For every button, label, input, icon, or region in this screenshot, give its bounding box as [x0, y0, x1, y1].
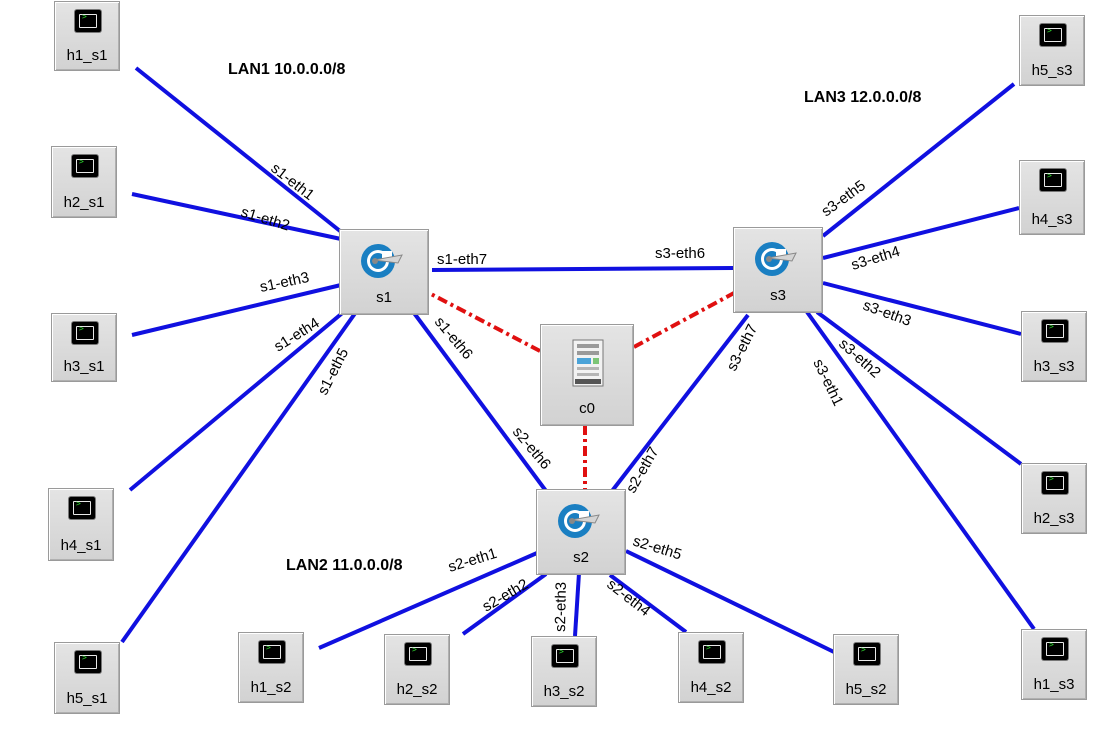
- port-label-s1-eth5: s1-eth5: [314, 346, 352, 398]
- terminal-icon: [552, 645, 578, 667]
- switch-s2[interactable]: s2: [536, 489, 626, 575]
- terminal-icon: [72, 322, 98, 344]
- port-label-s1-eth2: s1-eth2: [239, 204, 292, 235]
- switch-label: s3: [770, 287, 786, 304]
- data-link-h5_s3-s3[interactable]: [821, 82, 1016, 238]
- port-label-s2-eth4: s2-eth4: [604, 576, 654, 620]
- port-label-s3-eth6: s3-eth6: [655, 245, 705, 262]
- controller-c0[interactable]: c0: [540, 324, 634, 426]
- port-label-s1-eth1: s1-eth1: [268, 160, 318, 204]
- data-link-h2_s3-s3[interactable]: [815, 310, 1023, 466]
- host-label: h3_s1: [63, 358, 105, 375]
- host-h4_s3[interactable]: h4_s3: [1019, 160, 1085, 235]
- host-label: h2_s3: [1033, 510, 1075, 527]
- terminal-icon: [699, 641, 725, 663]
- host-label: h5_s3: [1031, 62, 1073, 79]
- terminal-icon: [1040, 169, 1066, 191]
- host-label: h3_s3: [1033, 358, 1075, 375]
- switch-label: s2: [573, 549, 589, 566]
- port-label-s3-eth1: s3-eth1: [809, 356, 846, 408]
- host-h2_s1[interactable]: h2_s1: [51, 146, 117, 218]
- terminal-icon: [405, 643, 431, 665]
- port-label-s2-eth3: s2-eth3: [552, 582, 570, 632]
- port-label-s1-eth7: s1-eth7: [437, 251, 487, 268]
- host-label: h5_s2: [845, 681, 887, 698]
- host-h4_s2[interactable]: h4_s2: [678, 632, 744, 703]
- host-h5_s2[interactable]: h5_s2: [833, 634, 899, 705]
- host-h5_s3[interactable]: h5_s3: [1019, 15, 1085, 86]
- host-h2_s3[interactable]: h2_s3: [1021, 463, 1087, 534]
- controller-label: c0: [579, 400, 595, 417]
- terminal-icon: [259, 641, 285, 663]
- switch-icon: [752, 238, 804, 285]
- data-link-s1-s2[interactable]: [412, 311, 548, 493]
- host-h4_s1[interactable]: h4_s1: [48, 488, 114, 561]
- terminal-icon: [1042, 472, 1068, 494]
- host-label: h3_s2: [543, 683, 585, 700]
- data-link-h4_s2-s2[interactable]: [608, 573, 688, 634]
- switch-icon: [555, 500, 607, 547]
- terminal-icon: [75, 651, 101, 673]
- host-label: h1_s1: [66, 47, 108, 64]
- data-link-h3_s2-s2[interactable]: [573, 572, 581, 637]
- port-label-s2-eth2: s2-eth2: [480, 576, 532, 616]
- data-link-h2_s1-s1[interactable]: [131, 192, 342, 241]
- host-label: h2_s2: [396, 681, 438, 698]
- host-h1_s2[interactable]: h1_s2: [238, 632, 304, 703]
- lan2-label: LAN2 11.0.0.0/8: [286, 557, 403, 574]
- data-link-s3-s2[interactable]: [610, 313, 750, 493]
- host-h1_s3[interactable]: h1_s3: [1021, 629, 1087, 700]
- data-link-h3_s1-s1[interactable]: [131, 283, 342, 337]
- port-label-s1-eth3: s1-eth3: [258, 269, 310, 296]
- host-label: h1_s2: [250, 679, 292, 696]
- data-link-h1_s3-s3[interactable]: [805, 310, 1036, 631]
- lan1-label: LAN1 10.0.0.0/8: [228, 61, 346, 78]
- host-h1_s1[interactable]: h1_s1: [54, 1, 120, 71]
- data-link-h3_s3-s3[interactable]: [822, 281, 1022, 336]
- data-link-h1_s2-s2[interactable]: [318, 551, 538, 650]
- port-label-s1-eth6: s1-eth6: [431, 314, 476, 363]
- host-h5_s1[interactable]: h5_s1: [54, 642, 120, 714]
- data-link-h5_s1-s1[interactable]: [120, 310, 358, 644]
- lan3-label: LAN3 12.0.0.0/8: [804, 89, 922, 106]
- port-label-s3-eth3: s3-eth3: [861, 297, 914, 330]
- host-h3_s2[interactable]: h3_s2: [531, 636, 597, 707]
- switch-s1[interactable]: s1: [339, 229, 429, 315]
- host-label: h4_s2: [690, 679, 732, 696]
- terminal-icon: [854, 643, 880, 665]
- control-link-c0-s3[interactable]: [633, 291, 735, 349]
- terminal-icon: [1040, 24, 1066, 46]
- terminal-icon: [1042, 320, 1068, 342]
- terminal-icon: [72, 155, 98, 177]
- switch-icon: [358, 240, 410, 287]
- data-link-s1-s3[interactable]: [431, 266, 734, 272]
- port-label-s3-eth7: s3-eth7: [723, 322, 761, 374]
- terminal-icon: [69, 497, 95, 519]
- data-link-h2_s2-s2[interactable]: [461, 572, 548, 636]
- data-link-h1_s1-s1[interactable]: [134, 66, 347, 237]
- host-label: h4_s3: [1031, 211, 1073, 228]
- host-h3_s1[interactable]: h3_s1: [51, 313, 117, 382]
- switch-s3[interactable]: s3: [733, 227, 823, 313]
- data-link-h5_s2-s2[interactable]: [625, 549, 835, 654]
- port-label-s3-eth5: s3-eth5: [818, 177, 868, 220]
- terminal-icon: [75, 10, 101, 32]
- data-link-h4_s3-s3[interactable]: [822, 206, 1020, 260]
- data-link-h4_s1-s1[interactable]: [128, 308, 348, 492]
- host-h3_s3[interactable]: h3_s3: [1021, 311, 1087, 382]
- terminal-icon: [1042, 638, 1068, 660]
- host-h2_s2[interactable]: h2_s2: [384, 634, 450, 705]
- host-label: h5_s1: [66, 690, 108, 707]
- host-label: h1_s3: [1033, 676, 1075, 693]
- host-label: h2_s1: [63, 194, 105, 211]
- server-icon: [571, 339, 605, 392]
- host-label: h4_s1: [60, 537, 102, 554]
- switch-label: s1: [376, 289, 392, 306]
